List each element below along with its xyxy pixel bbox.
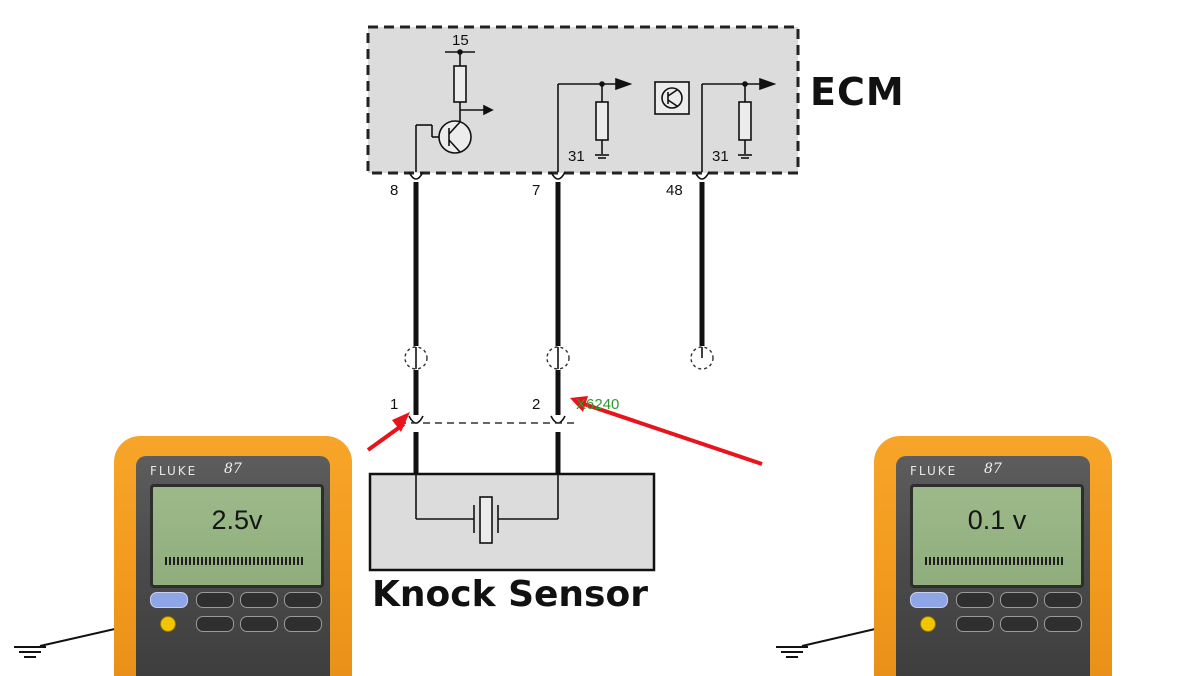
ecm-pin-label-8: 8 (390, 182, 399, 199)
multimeter-right-minmax-key[interactable] (956, 592, 994, 608)
connector-pin-label-2: 2 (532, 396, 541, 413)
multimeter-left-bargraph (165, 557, 305, 565)
multimeter-left-reading: 2.5v (211, 505, 263, 535)
piezo-element (415, 474, 559, 544)
multimeter-right-blue-key[interactable] (910, 592, 948, 608)
fuse-terminal-label: 15 (452, 32, 469, 49)
multimeter-right-range-key[interactable] (1000, 592, 1038, 608)
knock-sensor-label: Knock Sensor (372, 574, 648, 615)
multimeter-right-beep-key[interactable] (956, 616, 994, 632)
knock-sensor-box (368, 472, 656, 572)
ground-symbols (14, 625, 889, 658)
multimeter-left-hz-key[interactable] (284, 616, 322, 632)
multimeter-right-body: FLUKE 87 0.1 v (896, 456, 1090, 676)
ecm-input-circuit-b (654, 77, 777, 172)
probe-arrows (366, 396, 763, 466)
multimeter-right-brand: FLUKE (910, 464, 958, 478)
multimeter-right: FLUKE 87 0.1 v (874, 436, 1112, 676)
multimeter-right-yellow-button[interactable] (920, 616, 936, 632)
multimeter-left-model: 87 (224, 461, 242, 477)
multimeter-right-reading: 0.1 v (967, 505, 1027, 535)
multimeter-right-rel-key[interactable] (1000, 616, 1038, 632)
ecm-box (366, 25, 800, 175)
multimeter-left-beep-key[interactable] (196, 616, 234, 632)
multimeter-right-display: 0.1 v (910, 484, 1084, 588)
multimeter-right-hz-key[interactable] (1044, 616, 1082, 632)
multimeter-right-model: 87 (984, 461, 1002, 477)
multimeter-left-brand: FLUKE (150, 464, 198, 478)
multimeter-left-rel-key[interactable] (240, 616, 278, 632)
ecm-pin-label-48: 48 (666, 182, 683, 199)
multimeter-left-blue-key[interactable] (150, 592, 188, 608)
multimeter-left-minmax-key[interactable] (196, 592, 234, 608)
multimeter-right-bargraph (925, 557, 1065, 565)
multimeter-left-display: 2.5v (150, 484, 324, 588)
ground-terminal-label-1: 31 (568, 148, 585, 165)
ecm-pin-label-7: 7 (532, 182, 541, 199)
inline-connector-ends (415, 347, 703, 369)
ecm-pin-terminals (408, 171, 710, 180)
sensor-connector (399, 415, 575, 424)
multimeter-left-hold-key[interactable] (284, 592, 322, 608)
inline-connector (404, 346, 714, 370)
connector-pin-label-1: 1 (390, 396, 399, 413)
ecm-label: ECM (810, 70, 905, 114)
ground-terminal-label-2: 31 (712, 148, 729, 165)
multimeter-left-yellow-button[interactable] (160, 616, 176, 632)
harness-wires (413, 182, 705, 474)
multimeter-left-body: FLUKE 87 2.5v (136, 456, 330, 676)
ecm-driver-circuit (415, 49, 494, 172)
multimeter-right-hold-key[interactable] (1044, 592, 1082, 608)
multimeter-left: FLUKE 87 2.5v (114, 436, 352, 676)
connector-id-label: X6240 (576, 396, 620, 413)
multimeter-left-range-key[interactable] (240, 592, 278, 608)
ecm-input-circuit-a (557, 77, 633, 172)
